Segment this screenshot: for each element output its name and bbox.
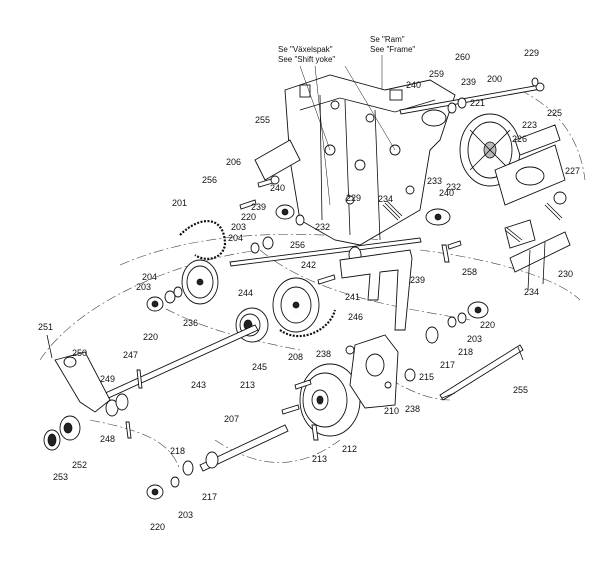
part-label: 244 — [238, 288, 253, 298]
part-label: 248 — [100, 434, 115, 444]
part-label: 217 — [202, 492, 217, 502]
fasteners — [125, 77, 567, 500]
part-label: 223 — [522, 120, 537, 130]
shift-fork — [339, 249, 413, 331]
part-label: 251 — [38, 322, 53, 332]
part-label: 203 — [467, 334, 482, 344]
part-labels: 200 201 203 203 203 203 204 204 206 207 … — [38, 48, 580, 532]
part-label: 242 — [301, 260, 316, 270]
gear-244 — [272, 277, 337, 338]
part-label: 234 — [378, 194, 393, 204]
part-label: 239 — [410, 275, 425, 285]
part-label: 220 — [480, 320, 495, 330]
wheel-212 — [299, 363, 361, 437]
part-label: 239 — [251, 202, 266, 212]
part-label: 218 — [170, 446, 185, 456]
part-label: 256 — [202, 175, 217, 185]
part-label: 213 — [312, 454, 327, 464]
rod-255 — [439, 344, 524, 401]
part-label: 250 — [72, 348, 87, 358]
part-label: 215 — [419, 372, 434, 382]
part-label: 240 — [270, 183, 285, 193]
part-label: 243 — [191, 380, 206, 390]
part-label: 229 — [524, 48, 539, 58]
part-label: 200 — [487, 74, 502, 84]
sprocket-201 — [179, 220, 227, 305]
part-label: 213 — [240, 380, 255, 390]
part-label: 206 — [226, 157, 241, 167]
part-label: 220 — [150, 522, 165, 532]
frame-housing — [254, 74, 456, 246]
part-label: 260 — [455, 52, 470, 62]
leader-lines — [299, 55, 396, 206]
cross-reference-notes: Se "Växelspak" See "Shift yoke" Se "Ram"… — [278, 35, 415, 64]
part-label: 203 — [231, 222, 246, 232]
part-label: 234 — [524, 287, 539, 297]
part-label: 255 — [513, 385, 528, 395]
part-label: 252 — [72, 460, 87, 470]
note-frame-en: See "Frame" — [370, 45, 415, 54]
part-label: 238 — [405, 404, 420, 414]
bracket-210 — [349, 334, 399, 409]
part-label: 227 — [565, 166, 580, 176]
part-label: 204 — [228, 233, 243, 243]
part-label: 238 — [316, 349, 331, 359]
part-label: 253 — [53, 472, 68, 482]
part-label: 208 — [288, 352, 303, 362]
part-label: 218 — [458, 347, 473, 357]
note-shift-yoke-sv: Se "Växelspak" — [278, 45, 333, 54]
part-label: 203 — [178, 510, 193, 520]
part-label: 233 — [427, 176, 442, 186]
part-label: 239 — [461, 77, 476, 87]
part-label: 221 — [470, 98, 485, 108]
bracket-230 — [504, 219, 571, 291]
part-label: 256 — [290, 240, 305, 250]
part-label: 226 — [512, 134, 527, 144]
part-label: 232 — [446, 182, 461, 192]
part-label: 249 — [100, 374, 115, 384]
note-frame-sv: Se "Ram" — [370, 35, 405, 44]
part-label: 258 — [462, 267, 477, 277]
part-label: 207 — [224, 414, 239, 424]
part-label: 203 — [136, 282, 151, 292]
part-label: 236 — [183, 318, 198, 328]
shaft-207 — [182, 424, 289, 476]
part-label: 246 — [348, 312, 363, 322]
part-label: 220 — [241, 212, 256, 222]
part-label: 212 — [342, 444, 357, 454]
part-label: 201 — [172, 198, 187, 208]
part-label: 210 — [384, 406, 399, 416]
shaft-243 — [89, 324, 259, 417]
part-label: 247 — [123, 350, 138, 360]
part-label: 225 — [547, 108, 562, 118]
part-label: 204 — [142, 272, 157, 282]
part-label: 240 — [439, 188, 454, 198]
part-label: 259 — [429, 69, 444, 79]
part-label: 217 — [440, 360, 455, 370]
part-label: 255 — [255, 115, 270, 125]
drive-hub-assembly — [459, 113, 566, 206]
part-label: 241 — [345, 292, 360, 302]
part-label: 229 — [346, 193, 361, 203]
note-shift-yoke-en: See "Shift yoke" — [278, 55, 335, 64]
part-label: 230 — [558, 269, 573, 279]
part-label: 232 — [315, 222, 330, 232]
part-label: 240 — [406, 80, 421, 90]
part-label: 220 — [143, 332, 158, 342]
upper-shaft — [399, 82, 545, 115]
part-label: 245 — [252, 362, 267, 372]
lever-250 — [43, 334, 111, 451]
